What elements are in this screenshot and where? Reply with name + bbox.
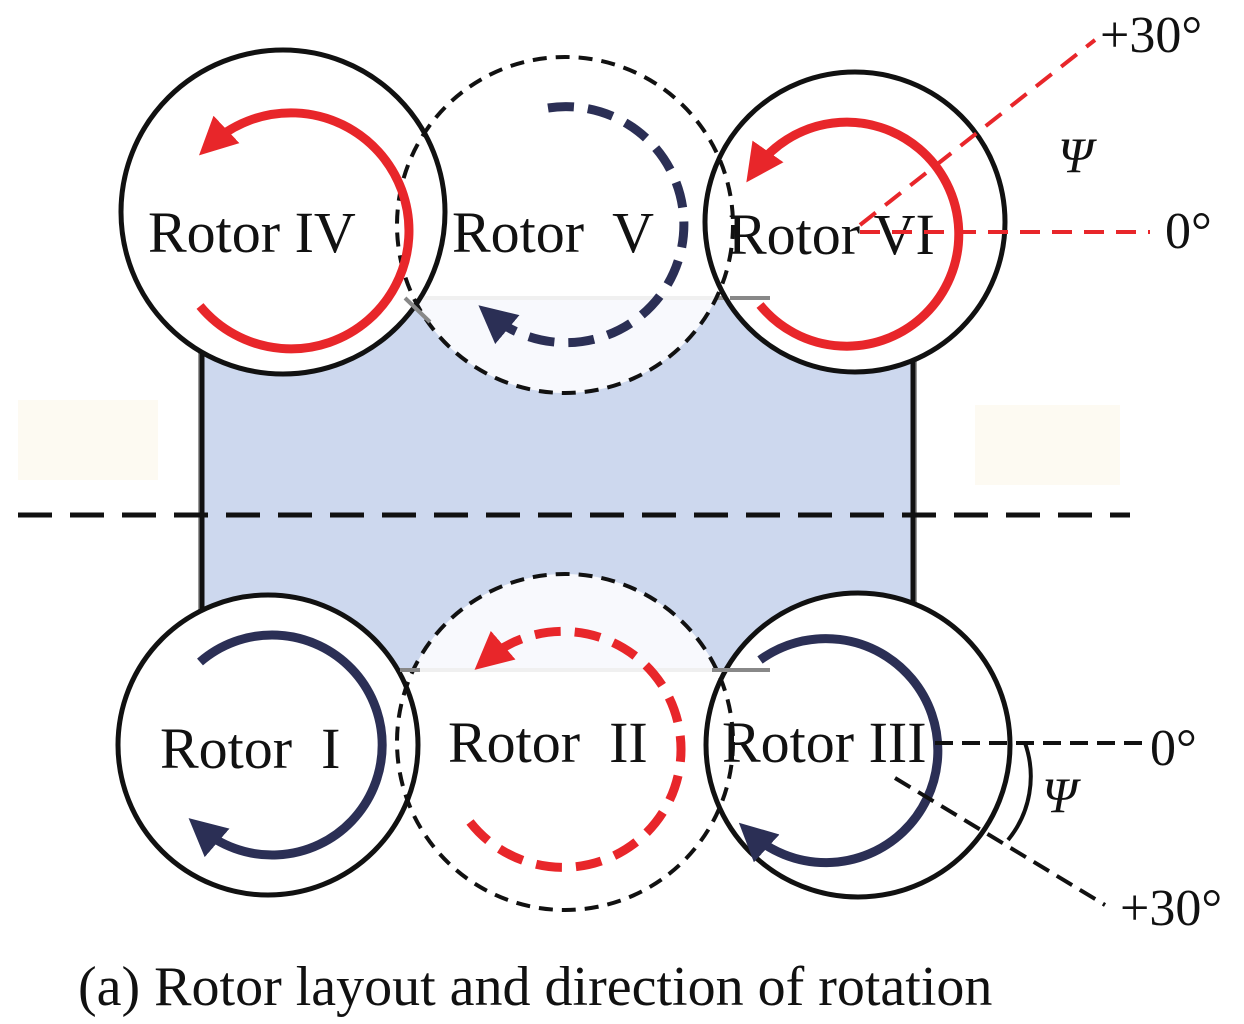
rotor-1-circle <box>115 592 421 898</box>
rotor-1-rotation-arrow <box>188 630 387 860</box>
rotor-5-label: Rotor V <box>452 200 654 265</box>
rotor-3-rotation-arrow <box>738 634 943 868</box>
bottom-plus30-reference-line <box>893 776 1107 907</box>
rotor-6-label: Rotor VI <box>728 202 935 267</box>
body-stub-top-left <box>403 296 432 324</box>
rotor-4-rotation-arrow <box>196 108 414 354</box>
rotor-3-fill <box>706 593 1010 897</box>
rotor-1-label: Rotor I <box>160 716 340 781</box>
bottom-psi-label: Ψ <box>1042 767 1081 823</box>
bottom-psi-angle-arc <box>1006 742 1033 842</box>
rotor-2-circle <box>395 572 735 912</box>
right-side-block <box>975 405 1120 485</box>
rotor-3-label: Rotor III <box>722 710 927 775</box>
rotor-2-label: Rotor II <box>448 710 648 775</box>
rotor-6-circle <box>702 69 1008 375</box>
rotor-4-label: Rotor IV <box>148 200 356 265</box>
top-plus30-reference-line <box>858 38 1097 227</box>
bottom-zero-label: 0° <box>1150 720 1197 777</box>
rotor-4-circle <box>118 47 448 377</box>
top-psi-label: Ψ <box>1058 127 1097 183</box>
rotor-2-rotation-arrow <box>466 626 686 872</box>
top-plus30-label: +30° <box>1100 7 1202 64</box>
left-side-block <box>18 400 158 480</box>
bottom-plus30-label: +30° <box>1120 880 1222 937</box>
top-zero-label: 0° <box>1165 203 1212 260</box>
figure-caption: (a) Rotor layout and direction of rotati… <box>78 956 992 1018</box>
rotor-3-circle <box>703 590 1013 900</box>
rotor-5-circle <box>395 55 735 395</box>
